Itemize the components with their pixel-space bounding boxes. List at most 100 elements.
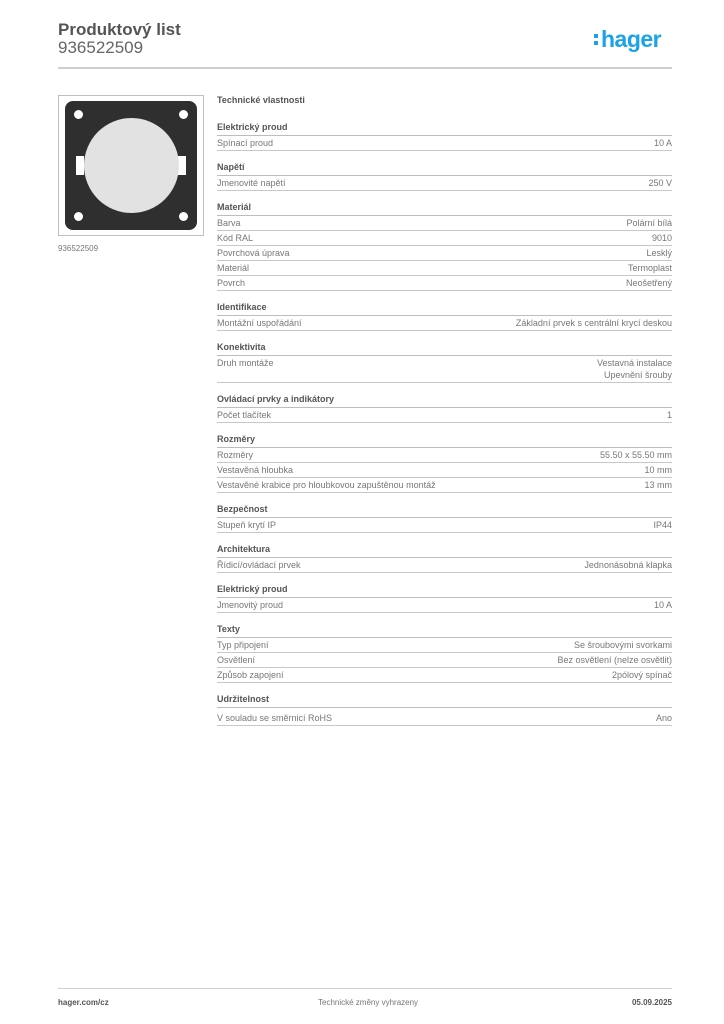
row-value: 1 bbox=[666, 410, 672, 420]
row-value: Se šroubovými svorkami bbox=[573, 640, 672, 650]
group-title: Napětí bbox=[217, 162, 672, 176]
footer-website-link[interactable]: hager.com/cz bbox=[58, 998, 109, 1007]
row-label: Rozměry bbox=[217, 450, 254, 460]
group-title: Elektrický proud bbox=[217, 584, 672, 598]
group-controls-indicators: Ovládací prvky a indikátory Počet tlačít… bbox=[217, 394, 672, 423]
table-row: Vestavěná hloubka 10 mm bbox=[217, 463, 672, 478]
rocker-disc bbox=[84, 118, 179, 213]
row-value-line: Upevnění šrouby bbox=[603, 370, 672, 380]
table-row: Montážní uspořádání Základní prvek s cent… bbox=[217, 316, 672, 331]
row-value: Termoplast bbox=[627, 263, 672, 273]
row-value: 2pólový spínač bbox=[611, 670, 672, 680]
row-value: Lesklý bbox=[646, 248, 672, 258]
group-title: Identifikace bbox=[217, 302, 672, 316]
screw-hole bbox=[74, 212, 83, 221]
row-label: Jmenovité napětí bbox=[217, 178, 286, 188]
product-number: 936522509 bbox=[58, 38, 144, 57]
row-value: 250 V bbox=[648, 178, 672, 188]
group-identification: Identifikace Montážní uspořádání Základní… bbox=[217, 302, 672, 331]
group-voltage: Napětí Jmenovité napětí 250 V bbox=[217, 162, 672, 191]
table-row: Počet tlačítek 1 bbox=[217, 408, 672, 423]
screw-hole bbox=[179, 212, 188, 221]
row-value: Základní prvek s centrální krycí deskou bbox=[515, 318, 672, 328]
group-title: Rozměry bbox=[217, 434, 672, 448]
row-value: 13 mm bbox=[644, 480, 672, 490]
hager-logo: hager bbox=[594, 26, 662, 52]
footer-divider bbox=[58, 988, 672, 989]
group-title: Konektivita bbox=[217, 342, 672, 356]
switch-plate-icon bbox=[65, 101, 197, 230]
group-title: Elektrický proud bbox=[217, 122, 672, 136]
row-label: Povrchová úprava bbox=[217, 248, 290, 258]
row-value: 9010 bbox=[651, 233, 672, 243]
row-label: Jmenovitý proud bbox=[217, 600, 284, 610]
table-row: Jmenovitý proud 10 A bbox=[217, 598, 672, 613]
row-value: 10 A bbox=[653, 600, 672, 610]
footer-notice: Technické změny vyhrazeny bbox=[318, 998, 419, 1007]
table-row: Povrch Neošetřený bbox=[217, 276, 672, 291]
row-label: Vestavěné krabice pro hloubkovou zapuště… bbox=[217, 480, 436, 490]
row-value: 10 A bbox=[653, 138, 672, 148]
row-label: Způsob zapojení bbox=[217, 670, 284, 680]
row-value: Jednonásobná klapka bbox=[584, 560, 672, 570]
row-label: Spínací proud bbox=[217, 138, 274, 148]
group-electric-current: Elektrický proud Spínací proud 10 A bbox=[217, 122, 672, 151]
footer-date: 05.09.2025 bbox=[631, 998, 672, 1007]
row-value-line: Vestavná instalace bbox=[596, 358, 672, 368]
table-row: Typ připojení Se šroubovými svorkami bbox=[217, 638, 672, 653]
group-title: Ovládací prvky a indikátory bbox=[217, 394, 672, 408]
table-row: Stupeň krytí IP IP44 bbox=[217, 518, 672, 533]
row-label: Stupeň krytí IP bbox=[217, 520, 277, 530]
group-electric-current-2: Elektrický proud Jmenovitý proud 10 A bbox=[217, 584, 672, 613]
group-title: Udržitelnost bbox=[217, 694, 672, 708]
row-label: Řídicí/ovládací prvek bbox=[217, 560, 301, 570]
group-title: Architektura bbox=[217, 544, 672, 558]
group-sustainability: Udržitelnost V souladu se směrnicí RoHS A… bbox=[217, 694, 672, 726]
row-value: Polární bílá bbox=[626, 218, 672, 228]
row-value: Ano bbox=[655, 713, 672, 723]
table-row: Způsob zapojení 2pólový spínač bbox=[217, 668, 672, 683]
row-label: Materiál bbox=[217, 263, 250, 273]
group-safety: Bezpečnost Stupeň krytí IP IP44 bbox=[217, 504, 672, 533]
table-row: V souladu se směrnicí RoHS Ano bbox=[217, 711, 672, 726]
row-label: Osvětlení bbox=[217, 655, 256, 665]
table-row: Řídicí/ovládací prvek Jednonásobná klapka bbox=[217, 558, 672, 573]
row-label: Barva bbox=[217, 218, 241, 228]
logo-colon-icon bbox=[594, 33, 598, 47]
row-value: Neošetřený bbox=[625, 278, 672, 288]
row-label: V souladu se směrnicí RoHS bbox=[217, 713, 333, 723]
table-row: Vestavěné krabice pro hloubkovou zapuště… bbox=[217, 478, 672, 493]
section-title: Technické vlastnosti bbox=[217, 95, 305, 105]
row-label: Počet tlačítek bbox=[217, 410, 272, 420]
row-value: IP44 bbox=[653, 520, 672, 530]
table-row: Povrchová úprava Lesklý bbox=[217, 246, 672, 261]
row-value: Bez osvětlení (nelze osvětlit) bbox=[557, 655, 672, 665]
group-architecture: Architektura Řídicí/ovládací prvek Jednon… bbox=[217, 544, 672, 573]
group-title: Bezpečnost bbox=[217, 504, 672, 518]
table-row: Barva Polární bílá bbox=[217, 216, 672, 231]
row-label: Vestavěná hloubka bbox=[217, 465, 294, 475]
group-title: Texty bbox=[217, 624, 672, 638]
row-value: 55.50 x 55.50 mm bbox=[599, 450, 672, 460]
group-connectivity: Konektivita Druh montáže Vestavná instala… bbox=[217, 342, 672, 383]
image-caption: 936522509 bbox=[58, 244, 99, 253]
table-row: Materiál Termoplast bbox=[217, 261, 672, 276]
group-texts: Texty Typ připojení Se šroubovými svorkam… bbox=[217, 624, 672, 683]
row-label: Druh montáže bbox=[217, 358, 274, 368]
screw-hole bbox=[74, 110, 83, 119]
row-label: Typ připojení bbox=[217, 640, 269, 650]
table-row: Osvětlení Bez osvětlení (nelze osvětlit) bbox=[217, 653, 672, 668]
header-divider bbox=[58, 67, 672, 69]
row-label: Montážní uspořádání bbox=[217, 318, 302, 328]
logo-text: hager bbox=[601, 26, 662, 52]
page-title: Produktový list bbox=[58, 20, 181, 39]
side-tab bbox=[178, 156, 186, 175]
table-row: Spínací proud 10 A bbox=[217, 136, 672, 151]
row-label: Povrch bbox=[217, 278, 246, 288]
screw-hole bbox=[179, 110, 188, 119]
technical-properties: Technické vlastnosti Elektrický proud Sp… bbox=[217, 93, 672, 737]
row-value: 10 mm bbox=[644, 465, 672, 475]
